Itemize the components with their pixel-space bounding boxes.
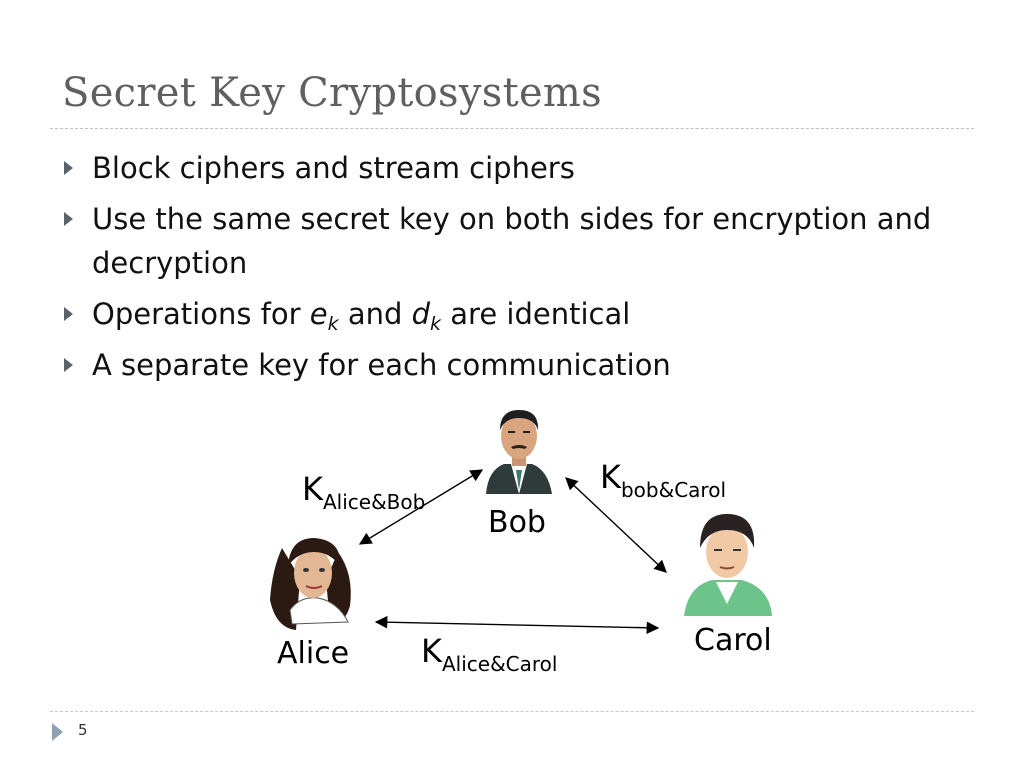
alice-carol-arrow — [374, 615, 660, 635]
bullet-item: Block ciphers and stream ciphers — [60, 146, 980, 190]
key-symbol: K — [302, 470, 323, 508]
bullet-text: Use the same secret key on both sides fo… — [92, 202, 932, 280]
ek-subscript: k — [327, 313, 339, 335]
bullet-arrow-icon — [64, 358, 73, 372]
footer-arrow-icon — [52, 723, 63, 741]
key-alice-carol: KAlice&Carol — [421, 632, 557, 676]
dk-subscript: k — [430, 313, 442, 335]
bullet-text: Block ciphers and stream ciphers — [92, 151, 575, 185]
carol-label: Carol — [694, 623, 772, 658]
alice-avatar-icon — [270, 538, 351, 630]
bullet-text-middle: and — [338, 297, 412, 331]
bullet-item: Use the same secret key on both sides fo… — [60, 197, 980, 285]
bob-avatar-icon — [486, 410, 552, 494]
key-symbol: K — [600, 458, 621, 496]
bullet-text-before: Operations for — [92, 297, 310, 331]
dk-symbol: d — [411, 297, 431, 331]
bullet-arrow-icon — [64, 307, 73, 321]
bullet-arrow-icon — [64, 212, 73, 226]
bob-carol-arrow — [565, 477, 667, 573]
key-bob-carol: Kbob&Carol — [600, 458, 726, 502]
alice-label: Alice — [277, 636, 350, 671]
bullet-text-after: are identical — [441, 297, 631, 331]
bullet-arrow-icon — [64, 161, 73, 175]
key-subscript: bob&Carol — [620, 478, 727, 502]
title-divider — [50, 128, 974, 129]
bullet-text: A separate key for each communication — [92, 348, 671, 382]
key-symbol: K — [421, 632, 442, 670]
page-number: 5 — [78, 721, 88, 739]
carol-avatar-icon — [684, 514, 772, 616]
bullet-item: Operations for ek and dk are identical — [60, 292, 980, 336]
alice-bob-arrow — [358, 469, 484, 545]
key-subscript: Alice&Carol — [441, 652, 558, 676]
slide-title: Secret Key Cryptosystems — [62, 70, 602, 116]
bob-label: Bob — [488, 505, 546, 540]
footer-divider — [50, 711, 974, 712]
key-subscript: Alice&Bob — [322, 490, 426, 514]
ek-symbol: e — [309, 297, 328, 331]
bullet-list: Block ciphers and stream ciphers Use the… — [60, 146, 980, 394]
bullet-item: A separate key for each communication — [60, 343, 980, 387]
key-alice-bob: KAlice&Bob — [302, 470, 425, 514]
